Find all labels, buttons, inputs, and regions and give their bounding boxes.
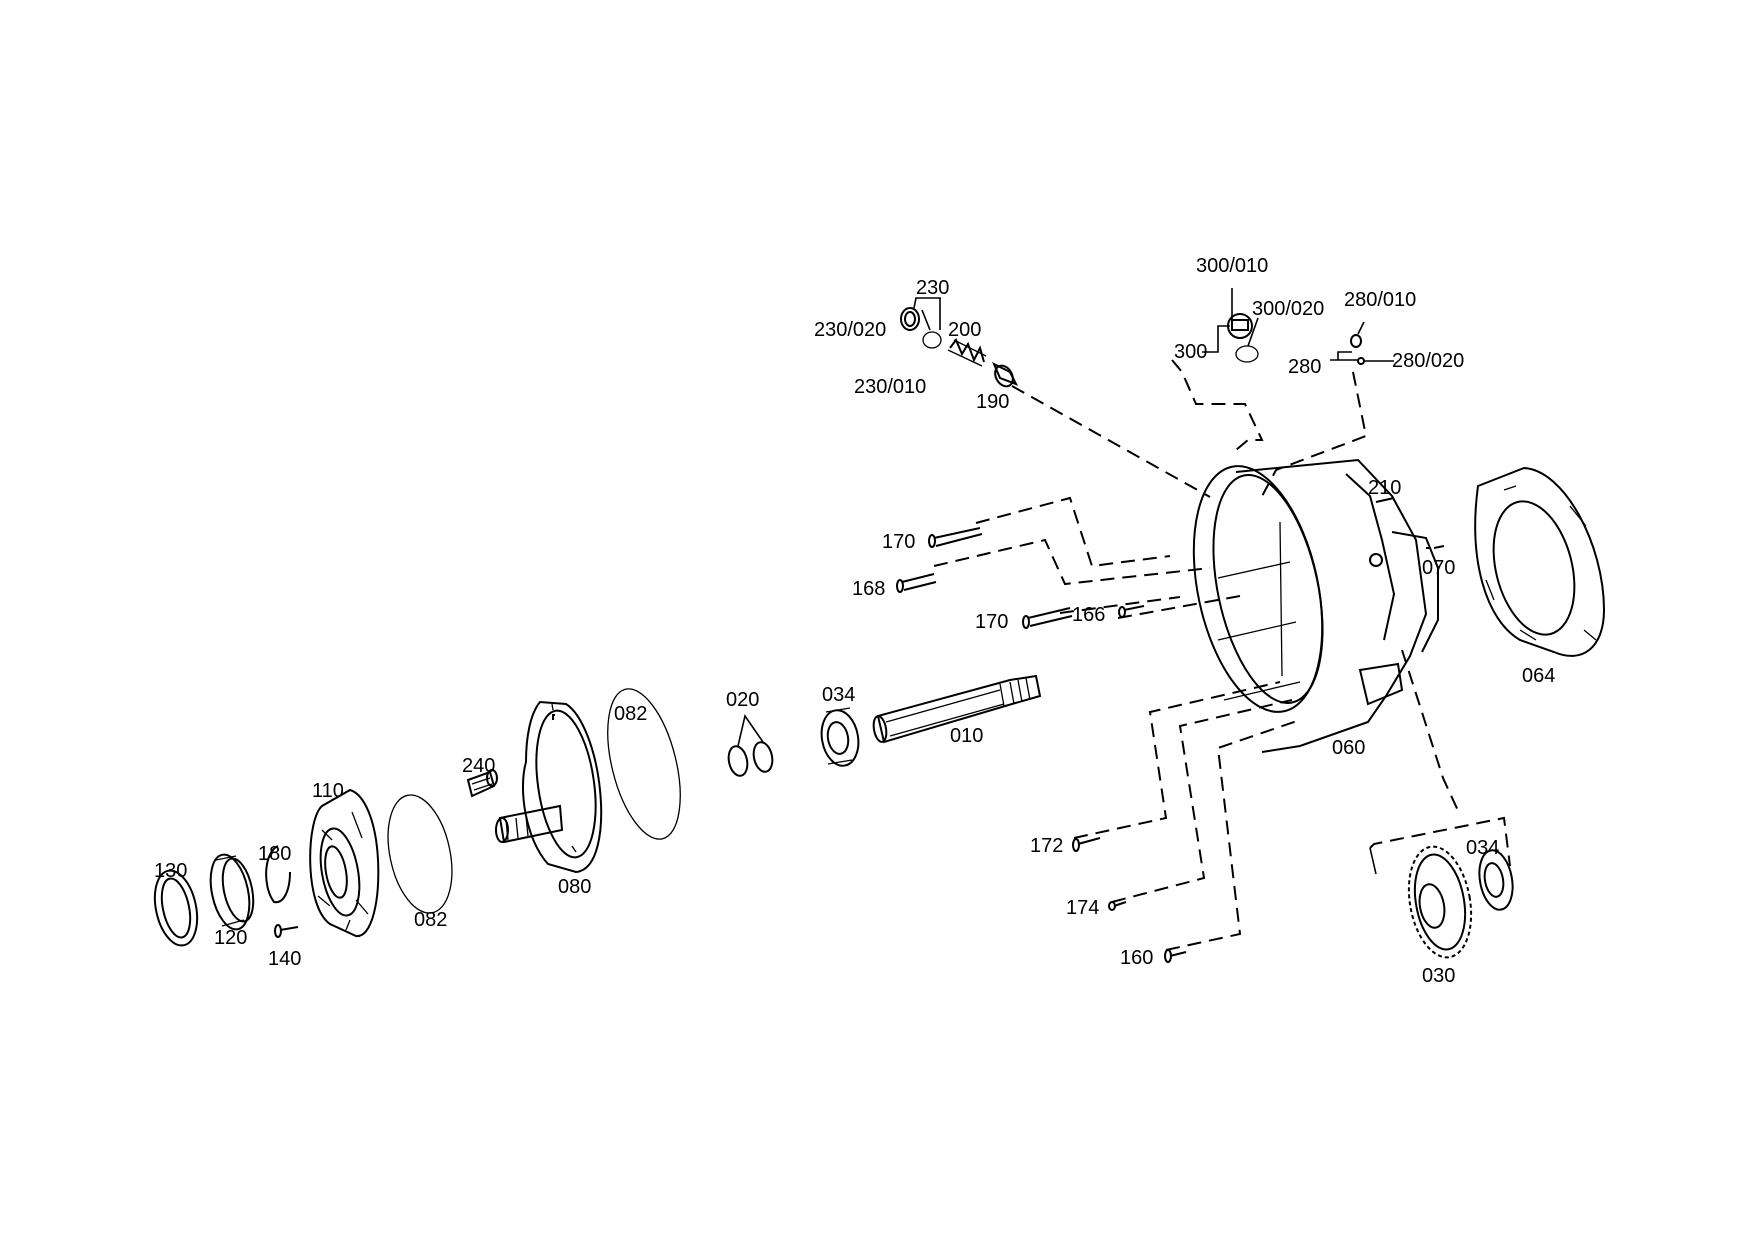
label-034-left: 034 [822,684,855,706]
part-168-bolt [896,573,937,593]
label-160: 160 [1120,947,1153,969]
part-082-o-ring-left [387,794,453,914]
label-230-010: 230/010 [854,376,926,398]
label-064: 064 [1522,665,1555,687]
assembly-lines [933,359,1461,951]
label-172: 172 [1030,835,1063,857]
label-180: 180 [258,843,291,865]
label-230-020: 230/020 [814,319,886,341]
part-080-pump-housing [495,700,603,874]
label-280-010: 280/010 [1344,289,1416,311]
part-300-plug-group [1202,288,1259,363]
label-030: 030 [1422,965,1455,987]
part-070-pin [1433,545,1445,549]
label-110: 110 [312,780,344,802]
part-170-bolt-lower [1022,607,1073,629]
label-120: 120 [214,927,247,949]
part-140-screw [274,924,299,938]
label-230: 230 [916,277,949,299]
part-030-gear [1407,845,1473,959]
label-280: 280 [1288,356,1321,378]
label-300: 300 [1174,341,1207,363]
part-210-pin [1375,497,1395,503]
label-174: 174 [1066,897,1099,919]
label-140: 140 [268,948,301,970]
group-bracket [1369,816,1511,875]
part-010-shaft [872,674,1042,744]
part-082-o-ring-right [607,688,681,840]
label-240: 240 [462,755,495,777]
label-080: 080 [558,876,591,898]
part-120-bearing [209,853,255,931]
part-170-bolt-upper [928,527,983,548]
part-190-piston [992,361,1019,388]
part-110-cover [309,788,380,937]
part-064-gasket [1474,466,1606,657]
label-034-right: 034 [1466,837,1499,859]
part-130-seal [153,869,199,947]
label-168: 168 [852,578,885,600]
part-240-fitting [466,769,498,798]
label-170-upper: 170 [882,531,915,553]
label-082-left: 082 [414,909,447,931]
part-060-main-housing [1192,458,1439,753]
label-210: 210 [1368,477,1401,499]
label-170-lower: 170 [975,611,1008,633]
part-020-rings [727,714,774,777]
part-280-plug-group [1330,321,1394,365]
part-034-bearing-left [820,707,860,767]
label-020: 020 [726,689,759,711]
label-060: 060 [1332,737,1365,759]
label-010: 010 [950,725,983,747]
label-130: 130 [154,860,187,882]
part-166-bolt [1118,605,1145,618]
part-200-spring [947,338,987,367]
label-300-010: 300/010 [1196,255,1268,277]
label-070: 070 [1422,557,1455,579]
part-230-plug-group [900,297,942,349]
label-166: 166 [1072,604,1105,626]
label-280-020: 280/020 [1392,350,1464,372]
part-labels: 130 120 180 140 110 082 240 080 082 020 … [154,255,1555,987]
label-200: 200 [948,319,981,341]
label-082-right: 082 [614,703,647,725]
part-174-bolt [1108,901,1127,911]
part-180-snap-ring [265,845,291,904]
part-172-bolt [1072,837,1101,852]
label-300-020: 300/020 [1252,298,1324,320]
label-190: 190 [976,391,1009,413]
part-034-bearing-right [1478,849,1514,911]
part-160-bolt [1164,949,1187,963]
